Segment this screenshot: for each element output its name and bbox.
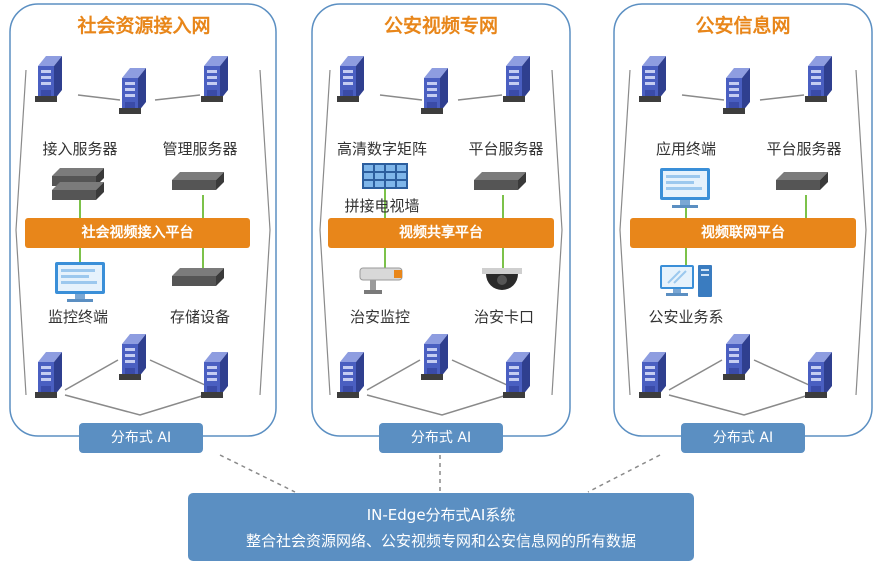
server-icon (723, 68, 750, 114)
server-icon (503, 352, 530, 398)
panel-title-police-video: 公安视频专网 (383, 15, 499, 37)
network-switch-icon (172, 268, 224, 286)
ai-badge-police-info: 分布式 AI (681, 423, 805, 453)
platform-bar-social: 社会视频接入平台 (25, 218, 250, 248)
panel-title-police-info: 公安信息网 (695, 15, 791, 37)
system-title: IN-Edge分布式AI系统 (366, 506, 516, 524)
dome-camera-icon (482, 268, 522, 290)
ai-badge-social: 分布式 AI (79, 423, 203, 453)
server-icon (201, 56, 228, 102)
server-icon (337, 56, 364, 102)
server-icon (35, 352, 62, 398)
network-switch-icon (776, 172, 828, 190)
bracket-lines (15, 69, 867, 396)
monitor-icon (660, 168, 710, 208)
server-icon (337, 352, 364, 398)
platform-bar-police-info: 视频联网平台 (630, 218, 856, 248)
panel-title-social: 社会资源接入网 (77, 15, 211, 37)
server-icon (805, 56, 832, 102)
label-security-monitor: 治安监控 (349, 308, 411, 326)
server-icon (421, 68, 448, 114)
network-switch-icon (474, 172, 526, 190)
bullet-camera-icon (359, 267, 403, 294)
server-icon (201, 352, 228, 398)
label-platform-server: 平台服务器 (468, 140, 544, 158)
system-subtitle: 整合社会资源网络、公安视频专网和公安信息网的所有数据 (245, 532, 636, 550)
dashed-links (219, 454, 661, 493)
label-storage-device: 存储设备 (169, 308, 231, 326)
server-icon (421, 334, 448, 380)
label-app-terminal: 应用终端 (655, 140, 717, 158)
label-platform-server: 平台服务器 (766, 140, 842, 158)
ai-badge-police-video: 分布式 AI (379, 423, 503, 453)
label-hd-matrix: 高清数字矩阵 (336, 140, 428, 158)
server-icon (723, 334, 750, 380)
label-checkpoint: 治安卡口 (473, 308, 535, 326)
label-access-server: 接入服务器 (42, 140, 118, 158)
server-icon (35, 56, 62, 102)
network-switch-icon (52, 168, 104, 200)
server-icon (119, 334, 146, 380)
platform-bar-police-video: 视频共享平台 (328, 218, 554, 248)
server-icon (805, 352, 832, 398)
label-police-business: 公安业务系 (648, 308, 724, 326)
monitor-icon (55, 262, 105, 302)
server-icon (639, 56, 666, 102)
desktop-computer-icon (660, 265, 712, 297)
video-wall-icon (362, 163, 408, 189)
server-icon (119, 68, 146, 114)
label-video-wall: 拼接电视墙 (344, 197, 420, 215)
label-management-server: 管理服务器 (162, 140, 238, 158)
system-box: IN-Edge分布式AI系统 整合社会资源网络、公安视频专网和公安信息网的所有数… (188, 493, 694, 561)
server-links (64, 94, 810, 416)
server-icon (503, 56, 530, 102)
label-monitor-terminal: 监控终端 (47, 308, 109, 326)
network-switch-icon (172, 172, 224, 190)
server-icon (639, 352, 666, 398)
